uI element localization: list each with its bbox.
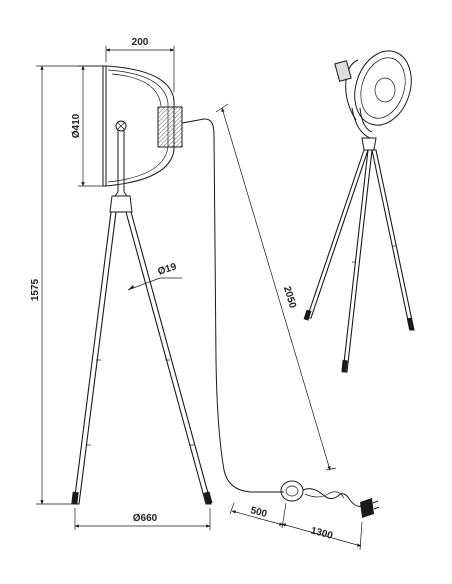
perspective-view-lamp	[303, 50, 415, 373]
side-view-lamp	[71, 65, 380, 518]
dimension-shade-diameter: Ø410	[71, 65, 103, 187]
shade-back-cap	[157, 106, 183, 148]
dimension-shade-depth: 200	[105, 37, 175, 92]
coiled-cable-plug	[302, 488, 380, 518]
dim-label-shade-depth: 200	[132, 37, 149, 48]
dim-label-switch-distance: 500	[249, 505, 268, 520]
tripod-legs	[71, 211, 213, 505]
plug-icon	[360, 498, 374, 518]
dim-label-shade-diameter: Ø410	[71, 113, 82, 138]
tripod-head	[109, 195, 133, 213]
pivot-knob	[115, 120, 127, 132]
foot-switch	[280, 480, 304, 502]
dimension-switch-distance: 500	[229, 502, 287, 529]
dimension-base-diameter: Ø660	[74, 508, 211, 530]
dimension-leg-diameter: Ø19	[127, 261, 182, 291]
dimension-total-height: 1575	[30, 65, 103, 505]
dim-label-cable-length: 2050	[281, 285, 298, 310]
lamp-shade	[102, 65, 183, 187]
dim-label-base-diameter: Ø660	[133, 513, 158, 524]
dim-label-plug-cable: 1300	[309, 525, 334, 541]
perspective-legs	[303, 149, 415, 373]
dimension-plug-cable: 1300	[281, 521, 363, 551]
support-post	[114, 130, 128, 197]
dim-label-total-height: 1575	[30, 278, 41, 301]
power-cable	[181, 118, 284, 493]
perspective-shade	[334, 50, 412, 126]
dim-label-leg-diameter: Ø19	[157, 261, 179, 277]
